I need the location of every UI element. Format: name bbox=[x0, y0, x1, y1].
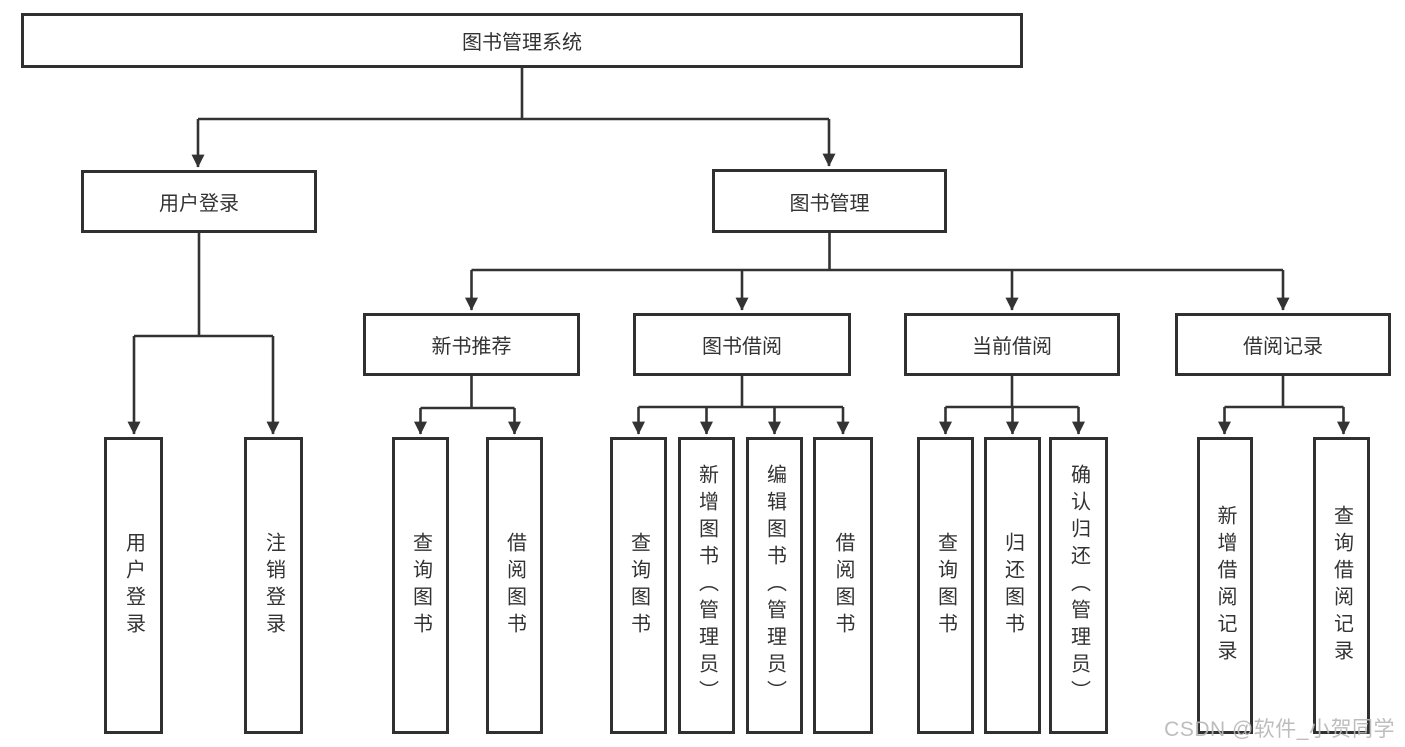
node-book-mgmt: 图书管理 bbox=[712, 169, 947, 233]
node-cb-query-books: 查询图书 bbox=[917, 437, 974, 734]
wire-user-login-trunk bbox=[134, 233, 273, 338]
node-root: 图书管理系统 bbox=[21, 13, 1023, 68]
node-user-login-leaf: 用户登录 bbox=[104, 437, 163, 734]
node-cb-confirm-return: 确认归还（管理员） bbox=[1049, 437, 1108, 734]
node-bb-borrow-books: 借阅图书 bbox=[813, 437, 873, 734]
node-bb-edit-books: 编辑图书（管理员） bbox=[746, 437, 803, 734]
node-new-books: 新书推荐 bbox=[363, 313, 580, 376]
node-br-query-record: 查询借阅记录 bbox=[1313, 437, 1370, 734]
wire-new-books-trunk bbox=[420, 376, 515, 410]
wire-current-borrow-trunk bbox=[945, 376, 1079, 409]
wire-borrow-records-trunk bbox=[1224, 376, 1344, 409]
node-current-borrow: 当前借阅 bbox=[904, 313, 1120, 376]
node-cb-return-books: 归还图书 bbox=[984, 437, 1041, 734]
node-bb-add-books: 新增图书（管理员） bbox=[678, 437, 735, 734]
node-borrow-records: 借阅记录 bbox=[1175, 313, 1391, 376]
wire-book-mgmt-trunk bbox=[471, 233, 1283, 272]
node-book-borrow: 图书借阅 bbox=[633, 313, 851, 376]
node-user-login: 用户登录 bbox=[81, 170, 317, 233]
wire-book-borrow-trunk bbox=[638, 376, 843, 409]
csdn-watermark: CSDN @软件_小贺同学 bbox=[1164, 718, 1395, 741]
wire-root-trunk bbox=[198, 68, 829, 121]
node-nb-borrow-books: 借阅图书 bbox=[486, 437, 543, 734]
node-br-add-record: 新增借阅记录 bbox=[1197, 437, 1253, 734]
node-bb-query-books: 查询图书 bbox=[610, 437, 667, 734]
node-logout-leaf: 注销登录 bbox=[244, 437, 303, 734]
node-nb-query-books: 查询图书 bbox=[392, 437, 449, 734]
